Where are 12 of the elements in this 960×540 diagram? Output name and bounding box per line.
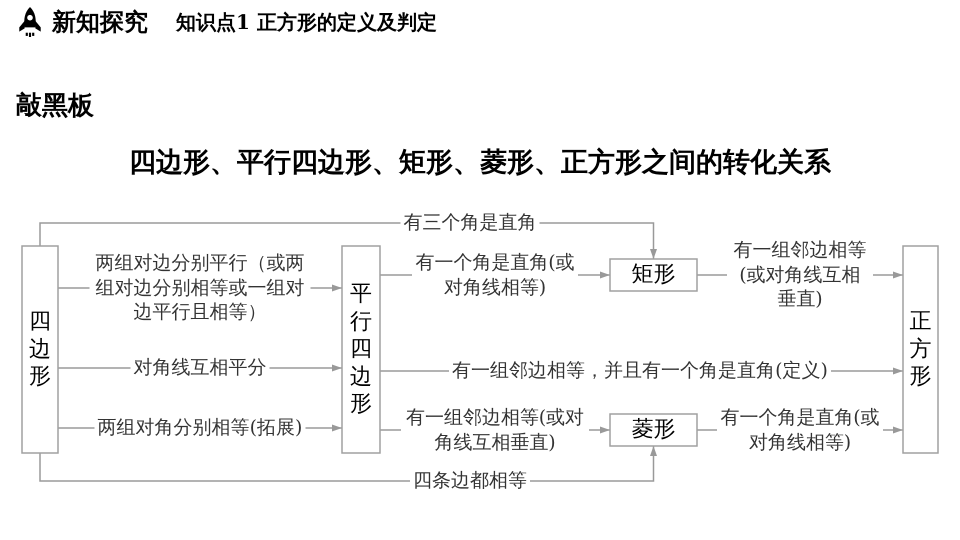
process-box: 矩形 — [609, 258, 698, 292]
process-box: 菱形 — [609, 413, 698, 447]
process-box: 四边形 — [21, 245, 59, 454]
subheading: 敲黑板 — [16, 90, 94, 123]
process-box: 平行四边形 — [341, 245, 381, 454]
topic-heading: 知识点1 正方形的定义及判定 — [176, 8, 437, 36]
edge-label: 有一个角是直角(或对角线相等) — [717, 406, 883, 454]
edge-label: 有一个角是直角(或对角线相等) — [412, 250, 578, 300]
section-heading: 新知探究 — [52, 6, 148, 38]
diagram-title: 四边形、平行四边形、矩形、菱形、正方形之间的转化关系 — [129, 146, 831, 180]
process-box: 正方形 — [902, 245, 939, 454]
edge-label: 有一组邻边相等(或对角线互相垂直) — [401, 406, 589, 454]
